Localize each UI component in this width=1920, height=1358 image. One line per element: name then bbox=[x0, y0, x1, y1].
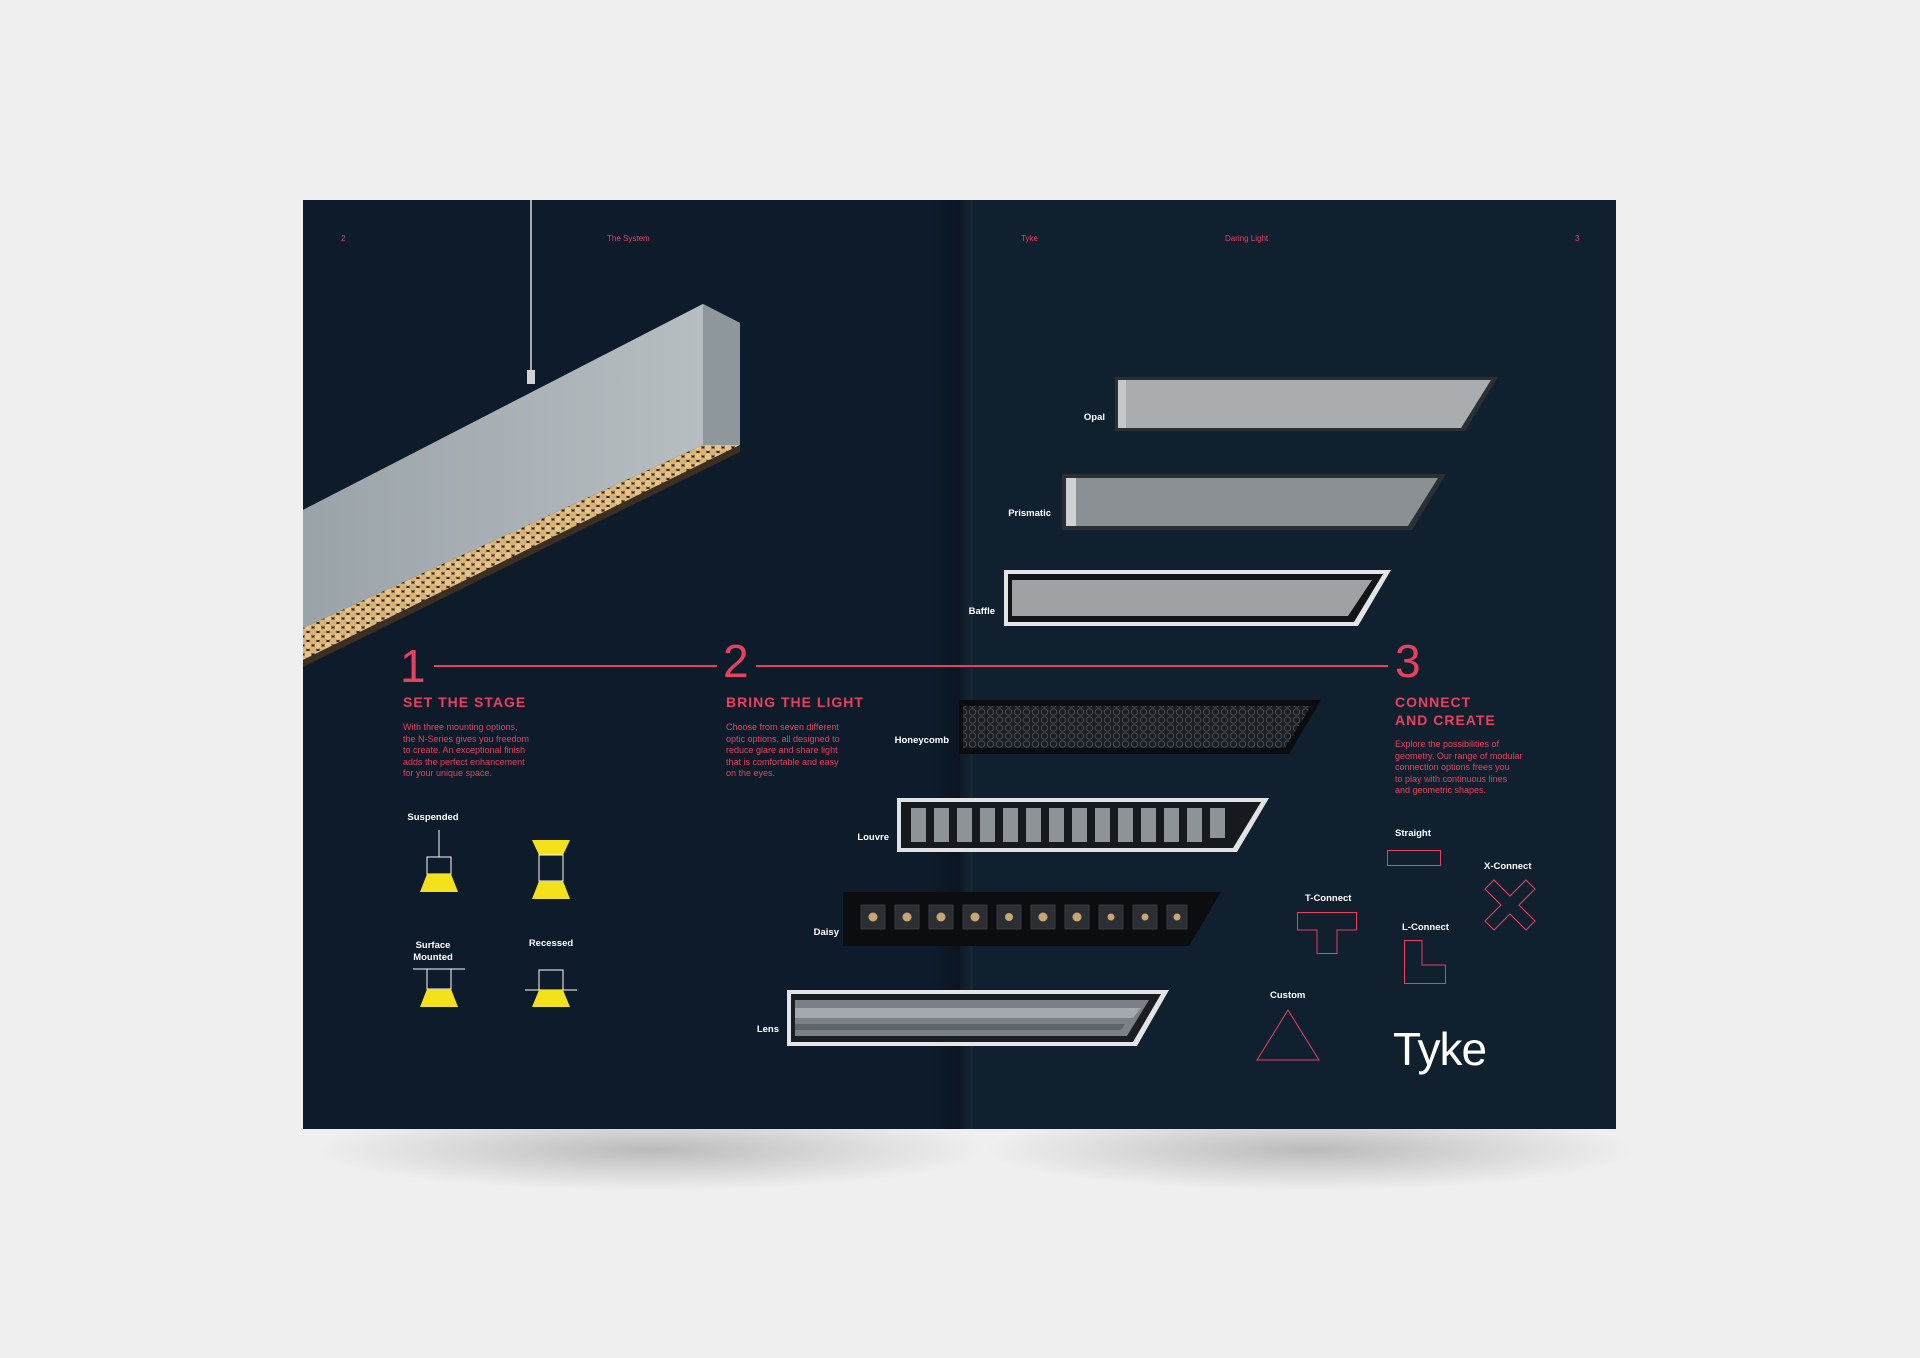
optic-label-prismatic: Prismatic bbox=[1008, 508, 1051, 519]
l-connect-icon bbox=[1404, 940, 1446, 984]
step-3-number: 3 bbox=[1395, 635, 1421, 687]
step-2-title: BRING THE LIGHT bbox=[726, 694, 864, 710]
custom-triangle-icon bbox=[1256, 1009, 1320, 1061]
optic-prismatic-profile bbox=[1062, 474, 1446, 530]
optic-label-louvre: Louvre bbox=[857, 832, 889, 843]
left-page-number: 2 bbox=[341, 234, 346, 243]
tyke-logo: Tyke bbox=[1393, 1023, 1487, 1075]
suspended-mount-icon bbox=[420, 830, 458, 892]
straight-connect-icon bbox=[1387, 850, 1441, 866]
linear-luminaire-product-image bbox=[303, 200, 740, 667]
right-page-number: 3 bbox=[1575, 234, 1580, 243]
recessed-mount-icon bbox=[525, 969, 577, 1007]
connect-label-l-connect: L-Connect bbox=[1402, 922, 1449, 933]
connect-label-x-connect: X-Connect bbox=[1484, 861, 1532, 872]
connect-label-straight: Straight bbox=[1395, 828, 1431, 839]
left-section-title: The System bbox=[607, 234, 650, 243]
optic-baffle-profile bbox=[1004, 570, 1391, 626]
step-1-number: 1 bbox=[400, 640, 426, 692]
double-sided-mount-icon bbox=[532, 840, 570, 899]
connect-label-t-connect: T-Connect bbox=[1305, 893, 1352, 904]
step-2-number: 2 bbox=[723, 635, 749, 687]
right-brand-header: Tyke bbox=[1021, 234, 1038, 243]
mount-label-suspended: Suspended bbox=[407, 812, 459, 823]
optic-label-opal: Opal bbox=[1083, 412, 1105, 423]
right-page bbox=[960, 200, 1616, 1129]
optic-label-lens: Lens bbox=[756, 1024, 779, 1035]
connector-line-2 bbox=[756, 665, 1388, 667]
mount-label-recessed: Recessed bbox=[528, 938, 574, 949]
brochure-spread: 2 The System Tyke Daring Light 3 bbox=[303, 200, 1616, 1129]
connector-line-1 bbox=[434, 665, 717, 667]
surface-mounted-icon bbox=[413, 968, 465, 1007]
optic-louvre-profile bbox=[897, 798, 1269, 852]
t-connect-icon bbox=[1297, 912, 1357, 954]
x-connect-icon bbox=[1484, 879, 1536, 931]
connect-label-custom: Custom bbox=[1270, 990, 1306, 1001]
right-section-title: Daring Light bbox=[1225, 234, 1269, 243]
step-1-description: With three mounting options,the N-Series… bbox=[403, 722, 530, 778]
spread-gutter bbox=[933, 200, 973, 1129]
optic-opal-profile bbox=[1115, 377, 1498, 431]
optic-honeycomb-profile bbox=[959, 700, 1321, 754]
optic-label-daisy: Daisy bbox=[813, 927, 839, 938]
optic-label-honeycomb: Honeycomb bbox=[894, 735, 949, 746]
step-1-title: SET THE STAGE bbox=[403, 694, 527, 710]
optic-label-baffle: Baffle bbox=[968, 606, 995, 617]
optic-daisy-profile bbox=[843, 892, 1221, 946]
optic-lens-profile bbox=[787, 990, 1169, 1046]
